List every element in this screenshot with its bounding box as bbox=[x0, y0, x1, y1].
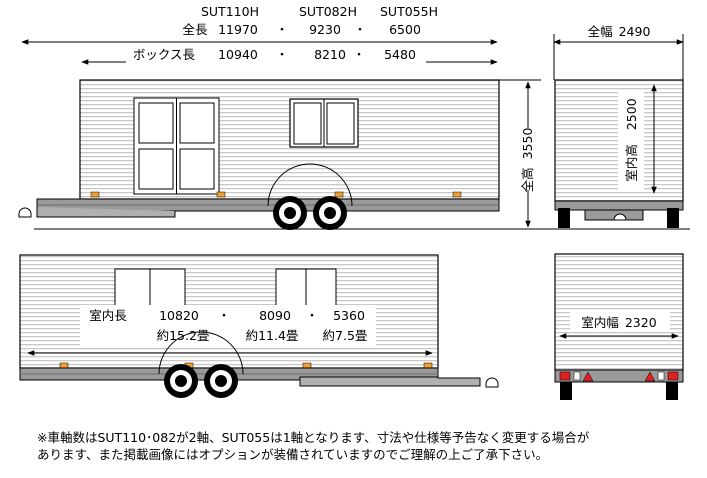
separator: ・ bbox=[306, 308, 319, 323]
interior-text-panel bbox=[80, 305, 376, 347]
box-length-sut055h: 5480 bbox=[384, 47, 416, 62]
total-length-sut082h: 9230 bbox=[309, 22, 341, 37]
interior-tongue bbox=[299, 376, 481, 387]
interior-length-label: 室内長 bbox=[89, 308, 127, 323]
svg-text:室内高2500: 室内高 2500 bbox=[624, 98, 639, 181]
side-view-interior: 室内長 10820 ・ 8090 ・ 5360 約15.2畳 約11.4畳 約7… bbox=[19, 254, 499, 398]
side-window bbox=[289, 98, 359, 148]
tatami-sut055h: 約7.5畳 bbox=[323, 328, 368, 343]
interior-length-sut110h: 10820 bbox=[159, 308, 199, 323]
rear-wheel-right bbox=[666, 382, 678, 400]
wheels-bottom bbox=[158, 331, 244, 398]
front-hitch bbox=[613, 213, 627, 221]
model-label-sut110h: SUT110H bbox=[201, 4, 259, 19]
model-label-sut055h: SUT055H bbox=[380, 4, 438, 19]
box-length-sut082h: 8210 bbox=[314, 47, 346, 62]
interior-width-value: 2320 bbox=[625, 315, 657, 330]
total-length-label: 全長 bbox=[182, 22, 208, 37]
tail-light-left bbox=[559, 371, 571, 381]
total-width-label: 全幅 bbox=[588, 24, 613, 39]
wheels-top bbox=[267, 163, 353, 230]
total-height-value: 3550 bbox=[520, 128, 535, 160]
total-width-value: 2490 bbox=[619, 24, 651, 39]
separator: ・ bbox=[276, 22, 289, 37]
separator: ・ bbox=[218, 308, 231, 323]
interior-length-sut055h: 5360 bbox=[333, 308, 365, 323]
separator: ・ bbox=[276, 47, 289, 62]
note-line-2: あります、また掲載画像にはオプションが装備されていますのでご理解の上ご了承下さい… bbox=[37, 447, 549, 462]
reflector-right bbox=[644, 371, 656, 382]
side-markers bbox=[90, 191, 462, 198]
rear-wheel-left bbox=[560, 382, 572, 400]
side-view-exterior bbox=[18, 79, 500, 230]
double-door bbox=[133, 97, 220, 195]
box-length-label: ボックス長 bbox=[133, 47, 196, 62]
model-label-sut082h: SUT082H bbox=[299, 4, 357, 19]
interior-width-label: 室内幅 bbox=[581, 315, 619, 330]
separator: ・ bbox=[354, 22, 367, 37]
trailer-tongue bbox=[36, 207, 176, 218]
front-wheel-right bbox=[667, 208, 679, 228]
rear-view-interior: 室内幅 2320 bbox=[554, 253, 684, 400]
front-chassis bbox=[554, 200, 684, 211]
svg-text:全高3550: 全高 3550 bbox=[520, 128, 535, 193]
reflector-left bbox=[582, 371, 594, 382]
separator: ・ bbox=[353, 47, 366, 62]
total-length-sut110h: 11970 bbox=[218, 22, 258, 37]
interior-hitch bbox=[485, 377, 499, 388]
interior-height-label: 室内高 bbox=[624, 144, 639, 182]
total-height-label: 全高 bbox=[520, 167, 535, 192]
total-length-sut055h: 6500 bbox=[389, 22, 421, 37]
tatami-sut082h: 約11.4畳 bbox=[246, 328, 299, 343]
interior-length-sut082h: 8090 bbox=[259, 308, 291, 323]
hitch-coupler bbox=[18, 207, 32, 218]
interior-height-value: 2500 bbox=[624, 98, 639, 130]
front-wheel-left bbox=[558, 208, 570, 228]
tail-light-right bbox=[667, 371, 679, 381]
disclaimer-note: ※車軸数はSUT110･082が2軸、SUT055は1軸となります、寸法や仕様等… bbox=[37, 429, 687, 463]
box-length-sut110h: 10940 bbox=[218, 47, 258, 62]
note-line-1: ※車軸数はSUT110･082が2軸、SUT055は1軸となります、寸法や仕様等… bbox=[37, 430, 590, 445]
